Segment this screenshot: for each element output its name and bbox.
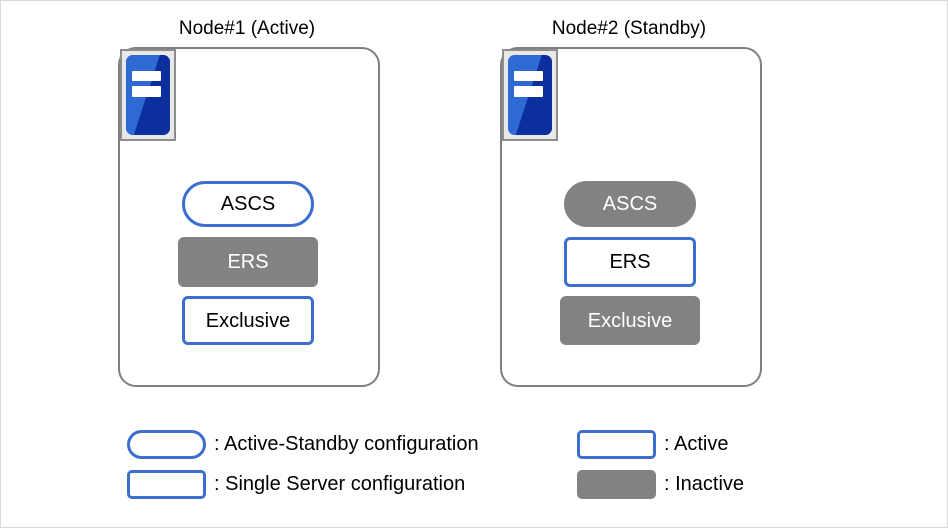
node-1-service-ascs[interactable]: ASCS xyxy=(182,181,314,227)
node-1-title: Node#1 (Active) xyxy=(178,18,316,39)
legend-swatch-active xyxy=(577,430,656,459)
node-1-service-exclusive-label: Exclusive xyxy=(205,309,291,332)
server-icon-bar-2 xyxy=(131,86,161,97)
node-1-service-exclusive[interactable]: Exclusive xyxy=(182,296,314,345)
legend-swatch-active-standby xyxy=(127,430,206,459)
node-2-title: Node#2 (Standby) xyxy=(551,18,707,39)
legend-label-active: : Active xyxy=(664,433,729,455)
server-icon-bar-2 xyxy=(513,86,543,97)
legend-swatch-inactive xyxy=(577,470,656,499)
legend-label-active-standby: : Active-Standby configuration xyxy=(214,433,479,455)
node-2-service-ers-label: ERS xyxy=(609,251,651,273)
server-icon-body xyxy=(126,55,170,135)
server-icon-body xyxy=(508,55,552,135)
server-icon xyxy=(502,49,558,141)
server-icon-bar-1 xyxy=(131,71,161,82)
node-2-service-exclusive-label: Exclusive xyxy=(587,309,673,332)
node-2-service-exclusive[interactable]: Exclusive xyxy=(560,296,700,345)
node-1-service-ers-label: ERS xyxy=(227,251,269,273)
server-icon-bar-1 xyxy=(513,71,543,82)
node-2-service-ers[interactable]: ERS xyxy=(564,237,696,287)
legend-label-single-server: : Single Server configuration xyxy=(214,473,466,495)
node-2-service-ascs[interactable]: ASCS xyxy=(564,181,696,227)
node-1-service-ers[interactable]: ERS xyxy=(178,237,318,287)
node-2-service-ascs-label: ASCS xyxy=(602,193,658,215)
legend-label-inactive: : Inactive xyxy=(664,473,745,495)
legend-swatch-single-server xyxy=(127,470,206,499)
node-1-service-ascs-label: ASCS xyxy=(220,193,276,215)
server-icon xyxy=(120,49,176,141)
